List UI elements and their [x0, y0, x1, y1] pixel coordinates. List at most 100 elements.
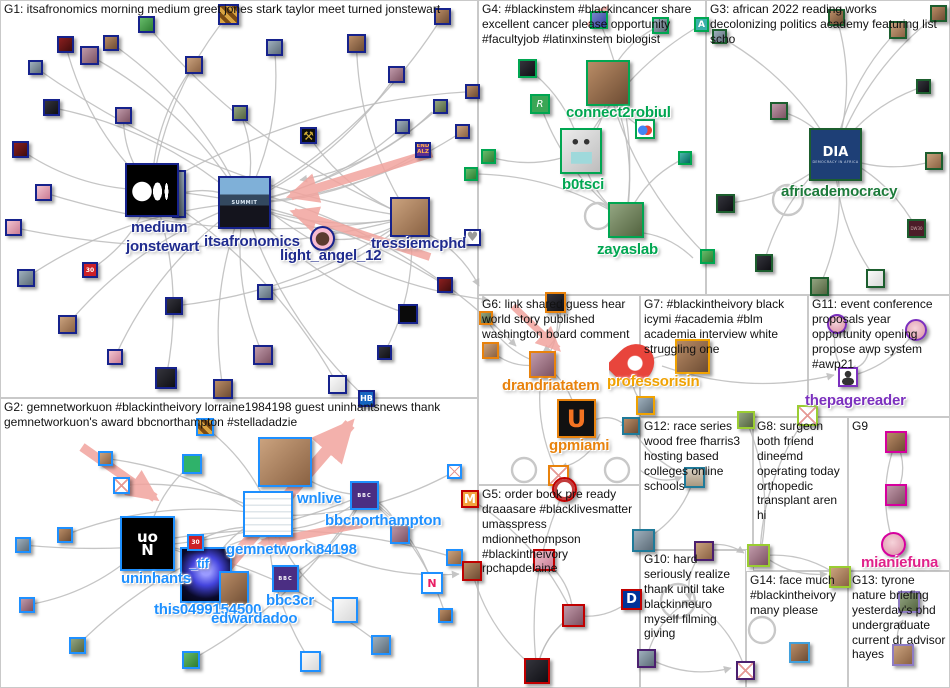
vertex-g5-mm[interactable]: M: [461, 490, 479, 508]
vertex-g1-gd[interactable]: [218, 4, 239, 25]
vertex-g8-p5[interactable]: [737, 411, 755, 429]
vertex-g3-p3[interactable]: [712, 29, 727, 44]
vertex-g1-p1[interactable]: [465, 84, 480, 99]
vertex-g1-rd[interactable]: [12, 141, 29, 158]
vertex-g1-p3[interactable]: [257, 284, 273, 300]
vertex-g1-dk[interactable]: [155, 367, 177, 389]
b0tsci-node[interactable]: [560, 128, 602, 174]
vertex-label-drandriatatem[interactable]: drandriatatem: [502, 377, 600, 394]
vertex-g1-p5[interactable]: [433, 99, 448, 114]
vertex-g3-p5[interactable]: [810, 277, 829, 296]
vertex-g1-goldx[interactable]: ⚒: [300, 127, 317, 144]
vertex-g2-wt[interactable]: [300, 651, 321, 672]
vertex-g2-r30[interactable]: 30: [187, 534, 204, 551]
vertex-g1-p3[interactable]: [28, 60, 43, 75]
vertex-g2-p2[interactable]: [446, 549, 463, 566]
vertex-g1-rd[interactable]: [57, 36, 74, 53]
vertex-g8-p2[interactable]: [829, 566, 851, 588]
gemnetworkuon-node[interactable]: [243, 491, 293, 537]
vertex-g1-p1[interactable]: [434, 8, 451, 25]
vertex-g3-dk[interactable]: [755, 254, 773, 272]
vertex-g2-gd[interactable]: [196, 418, 214, 436]
bbcnorthampton-node[interactable]: BBC: [350, 481, 379, 510]
vertex-g4-scholar[interactable]: [635, 119, 655, 139]
vertex-label-mianiefuna[interactable]: mianiefuna: [861, 554, 939, 571]
vertex-g4-rtile[interactable]: R: [530, 94, 550, 114]
vertex-g1-gr[interactable]: [138, 16, 155, 33]
vertex-label-b0tsci[interactable]: b0tsci: [562, 176, 605, 193]
zayaslab-node[interactable]: [608, 202, 644, 238]
africademocracy-node[interactable]: DIA: [809, 128, 862, 181]
vertex-g4-dk[interactable]: [518, 59, 537, 78]
vertex-g3-dk[interactable]: [916, 79, 931, 94]
vertex-g12-p1[interactable]: [622, 417, 640, 435]
vertex-g1-p1[interactable]: [213, 379, 233, 399]
vertex-label-zayaslab[interactable]: zayaslab: [597, 241, 658, 258]
vertex-label-wnlive[interactable]: wnlive: [297, 490, 342, 507]
vertex-label-africademocracy[interactable]: africademocracy: [781, 183, 898, 200]
vertex-g11-pkr[interactable]: [905, 319, 927, 341]
vertex-g2-gr[interactable]: [182, 651, 200, 669]
vertex-g5-duke[interactable]: D: [621, 589, 642, 610]
vertex-g1-r30[interactable]: 30: [82, 262, 98, 278]
vertex-g4-atile[interactable]: A: [694, 17, 709, 32]
vertex-g2-wt[interactable]: [332, 597, 358, 623]
vertex-label-tressiemcphd[interactable]: tressiemcphd: [371, 235, 467, 252]
vertex-g1-wt[interactable]: [328, 375, 347, 394]
thepagereader-node[interactable]: [838, 367, 858, 387]
vertex-g4-gr[interactable]: [481, 149, 496, 164]
vertex-g1-heart[interactable]: ♥: [464, 229, 481, 246]
vertex-g8-p4[interactable]: [747, 544, 770, 567]
vertex-g5-rstamp[interactable]: [552, 477, 577, 502]
vertex-g2-p3[interactable]: [15, 537, 31, 553]
vertex-g4-gr[interactable]: [464, 167, 478, 181]
vertex-label-this0499154500[interactable]: this0499154500: [154, 601, 262, 618]
vertex-g12-fade[interactable]: [684, 467, 705, 488]
vertex-g1-hb[interactable]: HB: [358, 390, 375, 407]
vertex-label-medium[interactable]: medium: [131, 219, 188, 236]
vertex-g14-p1[interactable]: [789, 642, 810, 663]
vertex-g1-p2[interactable]: [185, 56, 203, 74]
vertex-g3-mar[interactable]: DW30: [907, 219, 926, 238]
vertex-label-edwardadoo[interactable]: edwardadoo: [211, 610, 298, 627]
vertex-g1-pk[interactable]: [107, 349, 123, 365]
vertex-g1-p5[interactable]: [232, 105, 248, 121]
vertex-g1-p1[interactable]: [347, 34, 366, 53]
vertex-g11-pkr[interactable]: [827, 314, 847, 334]
itsafronomics-node[interactable]: SUMMIT: [218, 176, 271, 229]
vertex-g13-p2[interactable]: [892, 644, 914, 666]
vertex-g9-p4[interactable]: [885, 484, 907, 506]
vertex-g1-endalz[interactable]: END ALZ: [415, 142, 431, 158]
vertex-g1-p2[interactable]: [455, 124, 470, 139]
edwardadoo-node[interactable]: [219, 571, 249, 609]
vertex-g1-pk[interactable]: [35, 184, 52, 201]
vertex-g2-p5[interactable]: [69, 637, 86, 654]
vertex-g4-gr[interactable]: [700, 249, 715, 264]
vertex-g2-grtile[interactable]: [182, 454, 202, 474]
vertex-g2-p1[interactable]: [438, 608, 453, 623]
vertex-g5-p1[interactable]: [462, 561, 482, 581]
vertex-g6-p2[interactable]: [482, 342, 499, 359]
vertex-g1-p4[interactable]: [253, 345, 273, 365]
wnlive-node[interactable]: [258, 437, 312, 487]
vertex-g1-p2[interactable]: [58, 315, 77, 334]
vertex-g6-dk[interactable]: [545, 292, 566, 313]
vertex-g1-p4[interactable]: [115, 107, 132, 124]
connect2robiul-node[interactable]: [586, 60, 630, 106]
vertex-label-bbc3cr[interactable]: bbc3cr: [266, 592, 314, 609]
vertex-g13-p5[interactable]: [898, 591, 920, 613]
vertex-g2-p2[interactable]: [98, 451, 113, 466]
vertex-g10-p3[interactable]: [637, 649, 656, 668]
vertex-g1-p3[interactable]: [17, 269, 35, 287]
vertex-g1-blk[interactable]: [398, 304, 418, 324]
vertex-label-thepagereader[interactable]: thepagereader: [805, 392, 906, 409]
mianiefuna-node[interactable]: [881, 532, 906, 557]
vertex-g6-p5[interactable]: [479, 311, 493, 325]
vertex-g7-p1[interactable]: [675, 339, 710, 374]
drandriatatem-node[interactable]: [529, 351, 556, 378]
vertex-label-light-angel-12[interactable]: light_angel_12: [280, 247, 382, 264]
vertex-g1-dk[interactable]: [377, 345, 392, 360]
vertex-g3-p2[interactable]: [925, 152, 943, 170]
vertex-label-professorisin[interactable]: professorisin: [607, 373, 700, 390]
vertex-g2-p3[interactable]: [371, 635, 391, 655]
